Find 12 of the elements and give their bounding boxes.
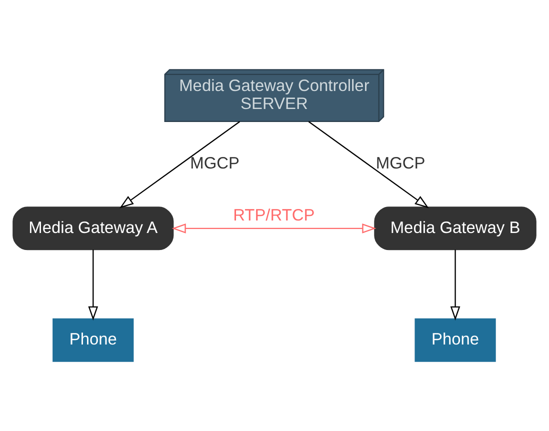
arrow (88, 250, 98, 320)
node-box: Phone (414, 318, 496, 362)
arrow (308, 121, 429, 208)
node-box: Phone (52, 318, 134, 362)
arrow (120, 121, 240, 208)
edge-label: RTP/RTCP (233, 206, 315, 224)
edge-label: MGCP (376, 154, 426, 173)
node-box: Media Gateway A (12, 206, 174, 250)
arrow (172, 224, 376, 234)
edge-label: MGCP (190, 154, 240, 173)
node-box: Media Gateway B (374, 206, 536, 250)
arrow (450, 250, 460, 320)
